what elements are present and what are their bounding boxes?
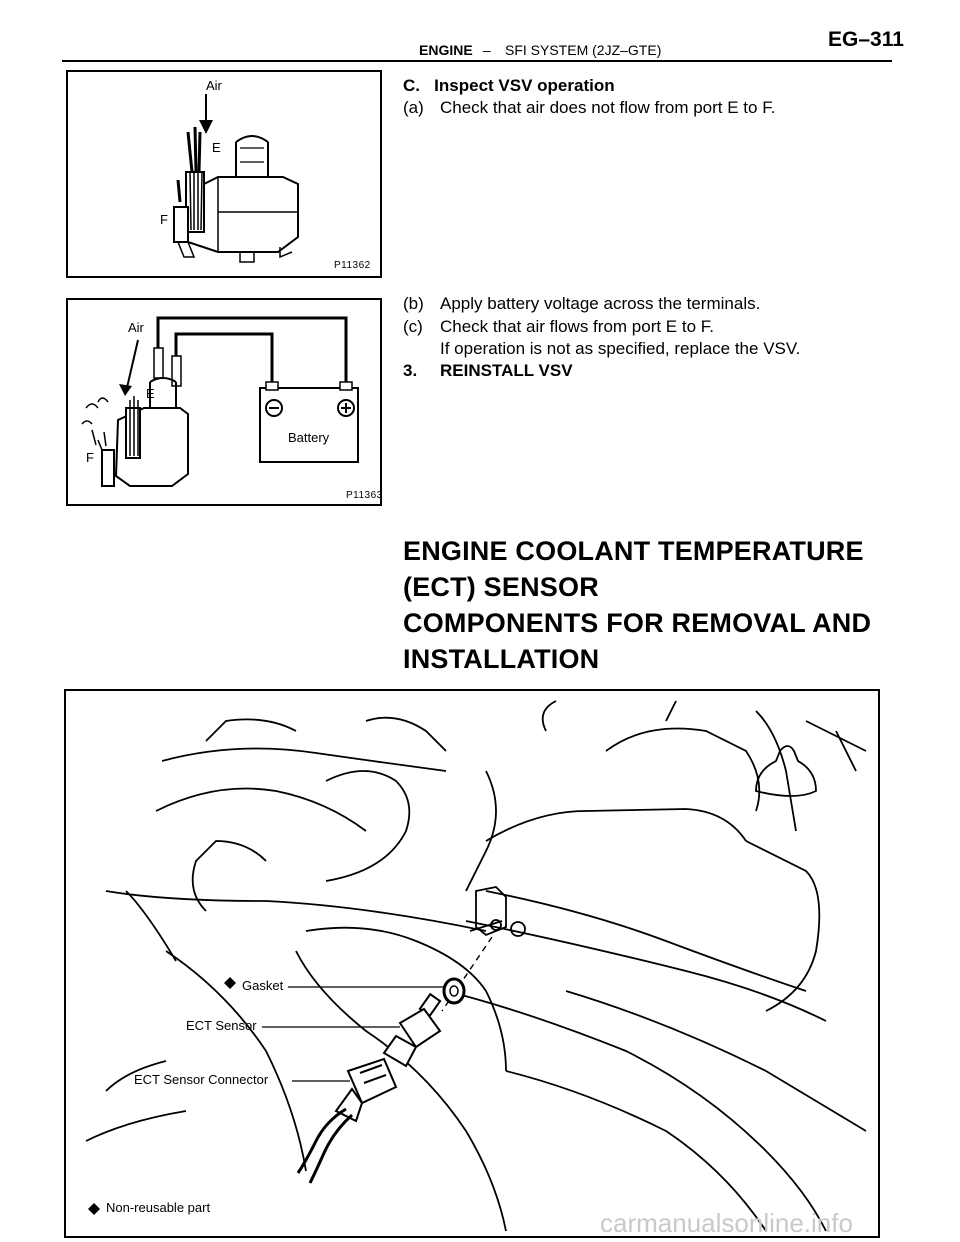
step-a-text: Check that air does not flow from port E…	[440, 98, 776, 117]
step-c-heading: C. Inspect VSV operation	[403, 76, 615, 95]
air-label: Air	[128, 320, 144, 335]
gasket-callout: Gasket	[242, 978, 284, 993]
header-separator: –	[483, 42, 491, 58]
figure-code: P11363	[346, 490, 383, 501]
port-e-label: E	[212, 140, 221, 155]
port-f-label: F	[86, 450, 94, 465]
ect-connector-callout: ECT Sensor Connector	[134, 1072, 269, 1087]
port-f-label: F	[160, 212, 168, 227]
figure-vsv-battery: Air E F Battery P11363	[66, 298, 382, 506]
vsv-off-illustration	[173, 94, 299, 263]
port-e-label: E	[146, 386, 155, 401]
page-number: EG–311	[828, 28, 904, 51]
step-3-text: REINSTALL VSV	[440, 361, 573, 380]
header-subsection: SFI SYSTEM (2JZ–GTE)	[505, 42, 662, 58]
figure-ect-components: Gasket ECT Sensor ECT Sensor Connector N…	[64, 689, 880, 1238]
step-3-number: 3.	[403, 361, 418, 380]
section-title-line: ENGINE COOLANT TEMPERATURE	[403, 536, 864, 566]
step-a-number: (a)	[403, 98, 424, 117]
ect-sensor-callout: ECT Sensor	[186, 1018, 257, 1033]
section-title-line: INSTALLATION	[403, 644, 600, 674]
header-section: ENGINE	[419, 42, 473, 58]
section-title: ENGINE COOLANT TEMPERATURE (ECT) SENSOR …	[403, 533, 871, 677]
section-title-line: (ECT) SENSOR	[403, 572, 599, 602]
air-label: Air	[206, 78, 222, 93]
battery-label: Battery	[288, 430, 330, 445]
figure-code: P11362	[334, 260, 371, 271]
legend-text: Non-reusable part	[106, 1200, 211, 1215]
step-c-text: Check that air flows from port E to F.	[440, 317, 714, 336]
step-c-number: (c)	[403, 317, 423, 336]
figure-vsv-off: Air E F P11362	[66, 70, 382, 278]
step-b-number: (b)	[403, 294, 424, 313]
watermark: carmanualsonline.info	[600, 1208, 853, 1238]
header-rule	[62, 60, 892, 62]
section-title-line: COMPONENTS FOR REMOVAL AND	[403, 608, 872, 638]
step-b-text: Apply battery voltage across the termina…	[440, 294, 761, 313]
step-c-note: If operation is not as specified, replac…	[440, 339, 801, 358]
vsv-battery-illustration	[81, 316, 359, 487]
ect-engine-illustration	[85, 700, 867, 1232]
